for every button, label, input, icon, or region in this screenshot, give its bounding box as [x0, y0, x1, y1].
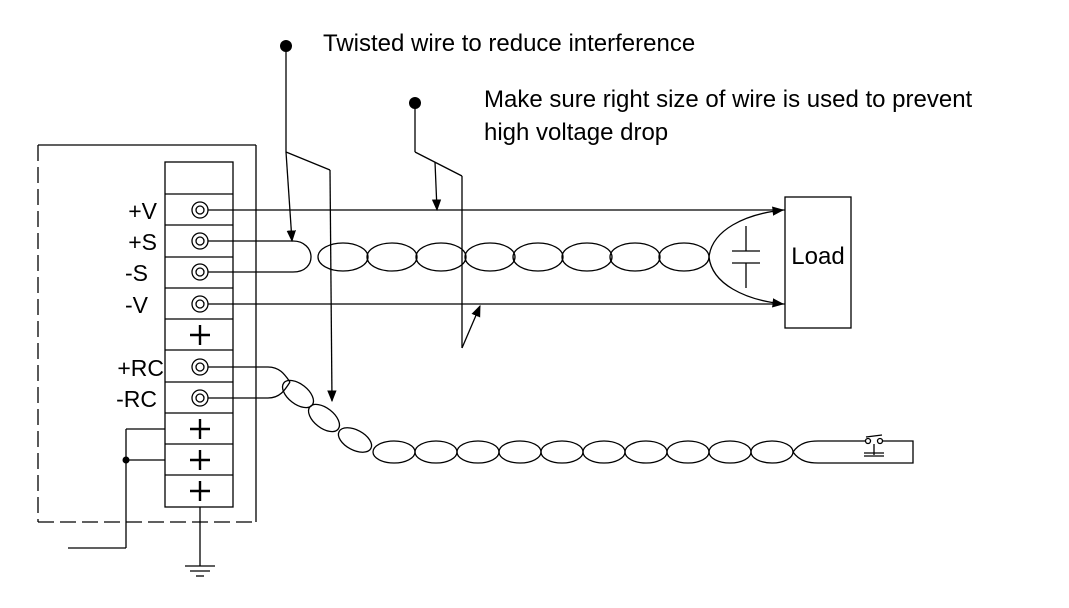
label-minus-s: -S: [125, 260, 148, 286]
annotation-wire-size-line1: Make sure right size of wire is used to …: [484, 86, 973, 113]
sense-twisted-pair: [208, 206, 785, 308]
annotation-wire-size-line2: high voltage drop: [484, 119, 668, 146]
label-plus-v: +V: [128, 198, 157, 224]
remote-control-twisted-pair: [208, 366, 914, 464]
switch-icon: [864, 434, 884, 457]
label-minus-rc: -RC: [116, 386, 157, 412]
plus-symbol-slot-10: [190, 481, 210, 501]
plus-symbol-slot-5: [190, 325, 210, 345]
ground-connection: [68, 428, 201, 566]
terminal-block: [164, 161, 234, 508]
plus-symbol-slot-8: [190, 419, 210, 439]
callout-wire-size: [409, 97, 481, 349]
label-plus-s: +S: [128, 229, 157, 255]
plus-symbol-slot-9: [190, 450, 210, 470]
load-box: [784, 196, 852, 329]
capacitor-icon: [732, 250, 760, 264]
label-plus-rc: +RC: [117, 355, 164, 381]
ground-icon: [185, 565, 215, 577]
load-label: Load: [791, 243, 844, 270]
callout-twisted-wire: [280, 40, 337, 403]
label-minus-v: -V: [125, 292, 149, 318]
power-supply-enclosure: [37, 144, 257, 523]
annotation-twisted-wire: Twisted wire to reduce interference: [323, 30, 695, 57]
